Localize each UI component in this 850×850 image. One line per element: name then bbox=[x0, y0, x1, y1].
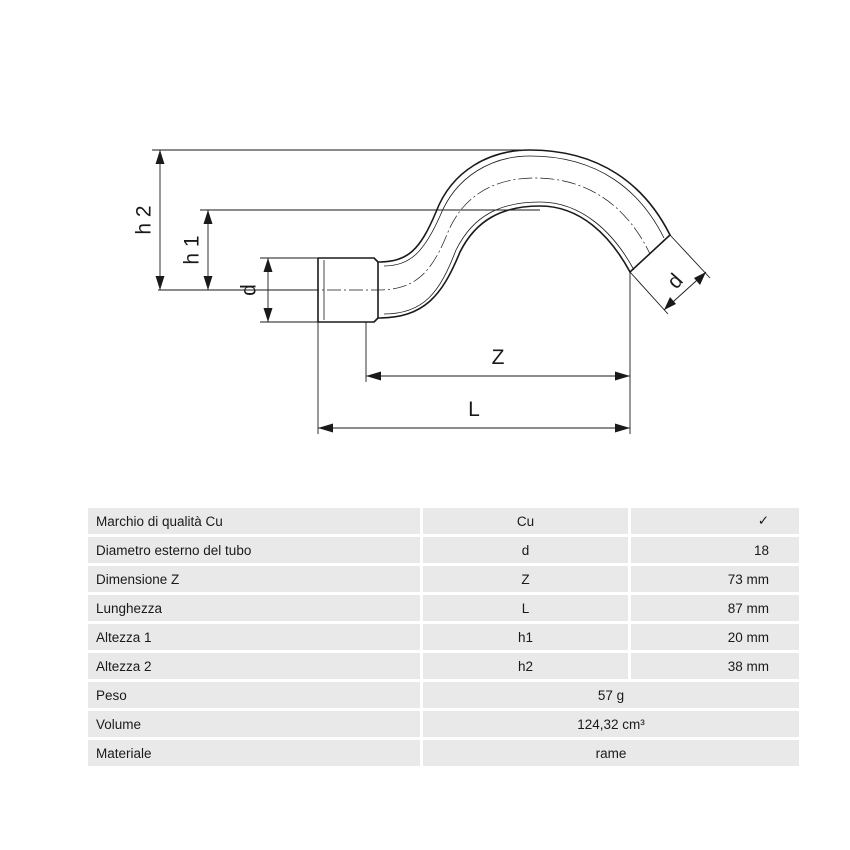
arrow bbox=[615, 371, 630, 381]
row-label: Materiale bbox=[88, 740, 420, 766]
row-symbol: Z bbox=[420, 566, 628, 592]
d-left-dimension: d bbox=[238, 258, 273, 322]
table-row: Marchio di qualità Cu Cu ✓ bbox=[88, 508, 799, 534]
specification-table: Marchio di qualità Cu Cu ✓ Diametro este… bbox=[88, 505, 799, 769]
d-right-dimension: d bbox=[663, 269, 707, 311]
row-symbol: L bbox=[420, 595, 628, 621]
pipe-outer-curve bbox=[377, 149, 671, 263]
arrow bbox=[263, 258, 273, 272]
row-value: 73 mm bbox=[628, 566, 799, 592]
row-label: Peso bbox=[88, 682, 420, 708]
z-dimension: Z bbox=[366, 346, 630, 381]
row-value: 18 bbox=[628, 537, 799, 563]
table-row: Altezza 2 h2 38 mm bbox=[88, 653, 799, 679]
h2-label: h 2 bbox=[133, 205, 156, 234]
row-value: 20 mm bbox=[628, 624, 799, 650]
row-symbol: h1 bbox=[420, 624, 628, 650]
row-symbol: Cu bbox=[420, 508, 628, 534]
row-value: 38 mm bbox=[628, 653, 799, 679]
extension-lines bbox=[152, 149, 711, 434]
row-label: Lunghezza bbox=[88, 595, 420, 621]
d-right-extension-line-lower bbox=[629, 271, 669, 315]
arrow bbox=[263, 308, 273, 322]
row-value: 57 g bbox=[420, 682, 799, 708]
z-label: Z bbox=[492, 346, 505, 369]
pipe-shade-line bbox=[383, 155, 665, 267]
arrow bbox=[615, 423, 630, 433]
arrow bbox=[664, 297, 676, 310]
d-right-extension-line-upper bbox=[669, 234, 711, 279]
row-value: 124,32 cm³ bbox=[420, 711, 799, 737]
table-row: Volume 124,32 cm³ bbox=[88, 711, 799, 737]
arrow bbox=[155, 150, 165, 164]
l-dimension: L bbox=[318, 398, 630, 433]
pipe-bend-technical-drawing: h 2 h 1 d d Z L bbox=[133, 149, 711, 434]
pipe-outline bbox=[283, 149, 671, 323]
table-row: Lunghezza L 87 mm bbox=[88, 595, 799, 621]
arrow bbox=[155, 276, 165, 290]
arrow bbox=[203, 276, 213, 290]
row-value: ✓ bbox=[628, 508, 799, 534]
l-label: L bbox=[468, 398, 480, 421]
row-value: rame bbox=[420, 740, 799, 766]
pipe-shade-line bbox=[383, 201, 635, 315]
row-label: Altezza 1 bbox=[88, 624, 420, 650]
h1-dimension: h 1 bbox=[181, 210, 213, 290]
pipe-centerline bbox=[283, 177, 651, 291]
h1-label: h 1 bbox=[181, 235, 204, 264]
table-row: Altezza 1 h1 20 mm bbox=[88, 624, 799, 650]
arrow bbox=[203, 210, 213, 224]
d-left-label: d bbox=[238, 284, 261, 296]
d-right-label: d bbox=[663, 269, 688, 293]
row-label: Diametro esterno del tubo bbox=[88, 537, 420, 563]
arrow bbox=[366, 371, 381, 381]
row-label: Volume bbox=[88, 711, 420, 737]
row-label: Dimensione Z bbox=[88, 566, 420, 592]
table-row: Peso 57 g bbox=[88, 682, 799, 708]
table-row: Dimensione Z Z 73 mm bbox=[88, 566, 799, 592]
row-label: Marchio di qualità Cu bbox=[88, 508, 420, 534]
row-value: 87 mm bbox=[628, 595, 799, 621]
table-row: Diametro esterno del tubo d 18 bbox=[88, 537, 799, 563]
table-row: Materiale rame bbox=[88, 740, 799, 766]
pipe-inner-curve bbox=[377, 205, 631, 319]
row-label: Altezza 2 bbox=[88, 653, 420, 679]
h2-dimension: h 2 bbox=[133, 150, 165, 290]
row-symbol: h2 bbox=[420, 653, 628, 679]
arrow bbox=[694, 272, 706, 285]
arrow bbox=[318, 423, 333, 433]
row-symbol: d bbox=[420, 537, 628, 563]
